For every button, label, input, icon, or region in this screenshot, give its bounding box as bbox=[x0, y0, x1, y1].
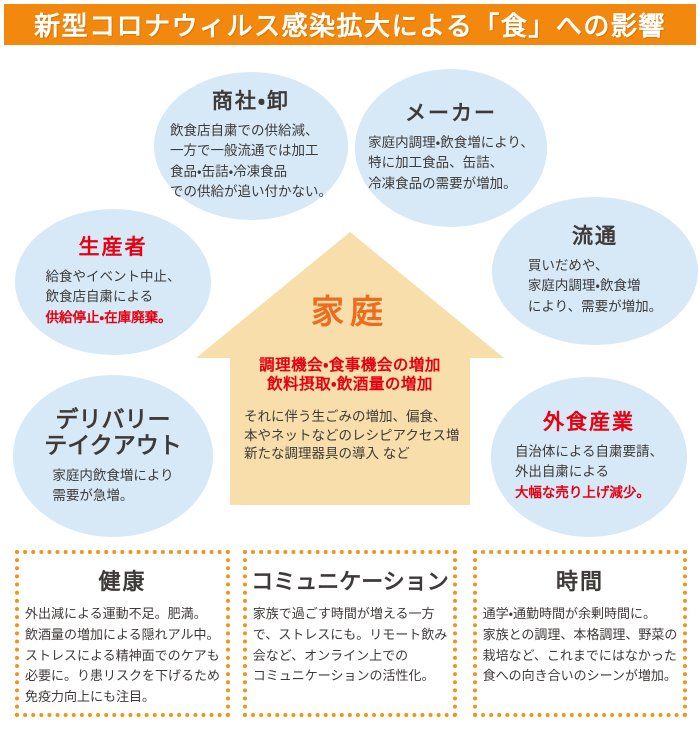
box-title: 時間 bbox=[555, 569, 604, 594]
circle-gaishoku-sangyo: 外食産業 自治体による自粛要請、 外出自粛による 大幅な売り上げ減少。 bbox=[491, 377, 687, 537]
circle-title: メーカー bbox=[405, 102, 497, 126]
house-body-shape bbox=[230, 345, 470, 505]
circle-title: 流通 bbox=[572, 225, 618, 249]
box-title: 健康 bbox=[98, 569, 147, 594]
box-jikan: 時間 通学・通勤時間が余剰時間に。 家族との調理、本格調理、野菜の 栽培など、こ… bbox=[473, 550, 687, 717]
circle-text-block: 給食やイベント中止、 飲食店自粛による 供給停止・在庫廃棄。 bbox=[46, 267, 181, 328]
box-body: 通学・通勤時間が余剰時間に。 家族との調理、本格調理、野菜の 栽培など、これまで… bbox=[482, 606, 678, 684]
page-title: 新型コロナウィルス感染拡大による「食」への影響 bbox=[34, 11, 666, 41]
circle-body: 買いだめや、 家庭内調理・飲食増 により、需要が増加。 bbox=[527, 258, 663, 314]
circle-body: 自治体による自粛要請、 外出自粛による bbox=[514, 444, 664, 480]
box-kenko: 健康 外出減による運動不足。肥満。 飲酒量の増加による隠れアル中。 ストレスによ… bbox=[15, 550, 230, 717]
circle-maker: メーカー 家庭内調理・飲食増により、 特に加工食品、缶詰、 冷凍食品の需要が増加… bbox=[355, 69, 547, 227]
circle-body: 家庭内飲食増により 需要が急増。 bbox=[52, 467, 174, 503]
circle-shosha-oroshi: 商社・卸 飲食店自粛での供給減、 一方で一般流通では加工 食品・缶詰・冷凍食品 … bbox=[154, 72, 348, 220]
house-roof-shape bbox=[196, 232, 504, 358]
house-body-text: それに伴う生ごみの増加、偏食、 本やネットなどのレシピアクセス増 新たな調理器具… bbox=[244, 409, 460, 462]
house-title: 家庭 bbox=[311, 293, 389, 330]
title-banner: 新型コロナウィルス感染拡大による「食」への影響 bbox=[4, 4, 696, 45]
circle-seisansha: 生産者 給食やイベント中止、 飲食店自粛による 供給停止・在庫廃棄。 bbox=[15, 209, 211, 355]
circle-title: 商社・卸 bbox=[211, 89, 291, 113]
box-body: 外出減による運動不足。肥満。 飲酒量の増加による隠れアル中。 ストレスによる精神… bbox=[24, 606, 220, 705]
circle-delivery-takeout: デリバリー テイクアウト 家庭内飲食増により 需要が急増。 bbox=[13, 375, 213, 537]
box-title: コミュニケーション bbox=[251, 569, 449, 594]
circle-body: 給食やイベント中止、 飲食店自粛による bbox=[45, 269, 181, 305]
circle-body: 飲食店自粛での供給減、 一方で一般流通では加工 食品・缶詰・冷凍食品 での供給が… bbox=[170, 123, 332, 199]
circle-text-block: 自治体による自粛要請、 外出自粛による 大幅な売り上げ減少。 bbox=[515, 442, 663, 503]
circle-title: 外食産業 bbox=[543, 411, 635, 435]
house-highlight: 調理機会・食事機会の増加 飲料摂取・飲酒量の増加 bbox=[259, 357, 441, 394]
box-communication: コミュニケーション 家族で過ごす時間が増える一方 で、ストレスにも。リモート飲み… bbox=[243, 550, 457, 717]
circle-highlight: 大幅な売り上げ減少。 bbox=[514, 484, 650, 500]
circle-body: 家庭内調理・飲食増により、 特に加工食品、缶詰、 冷凍食品の需要が増加。 bbox=[368, 135, 534, 191]
circle-ryutsu: 流通 買いだめや、 家庭内調理・飲食増 により、需要が増加。 bbox=[492, 197, 698, 345]
box-body: 家族で過ごす時間が増える一方 で、ストレスにも。リモート飲み 会など、オンライン… bbox=[252, 606, 448, 684]
circle-highlight: 供給停止・在庫廃棄。 bbox=[45, 309, 172, 325]
circle-title: 生産者 bbox=[78, 236, 148, 260]
circle-title: デリバリー テイクアウト bbox=[44, 405, 182, 459]
